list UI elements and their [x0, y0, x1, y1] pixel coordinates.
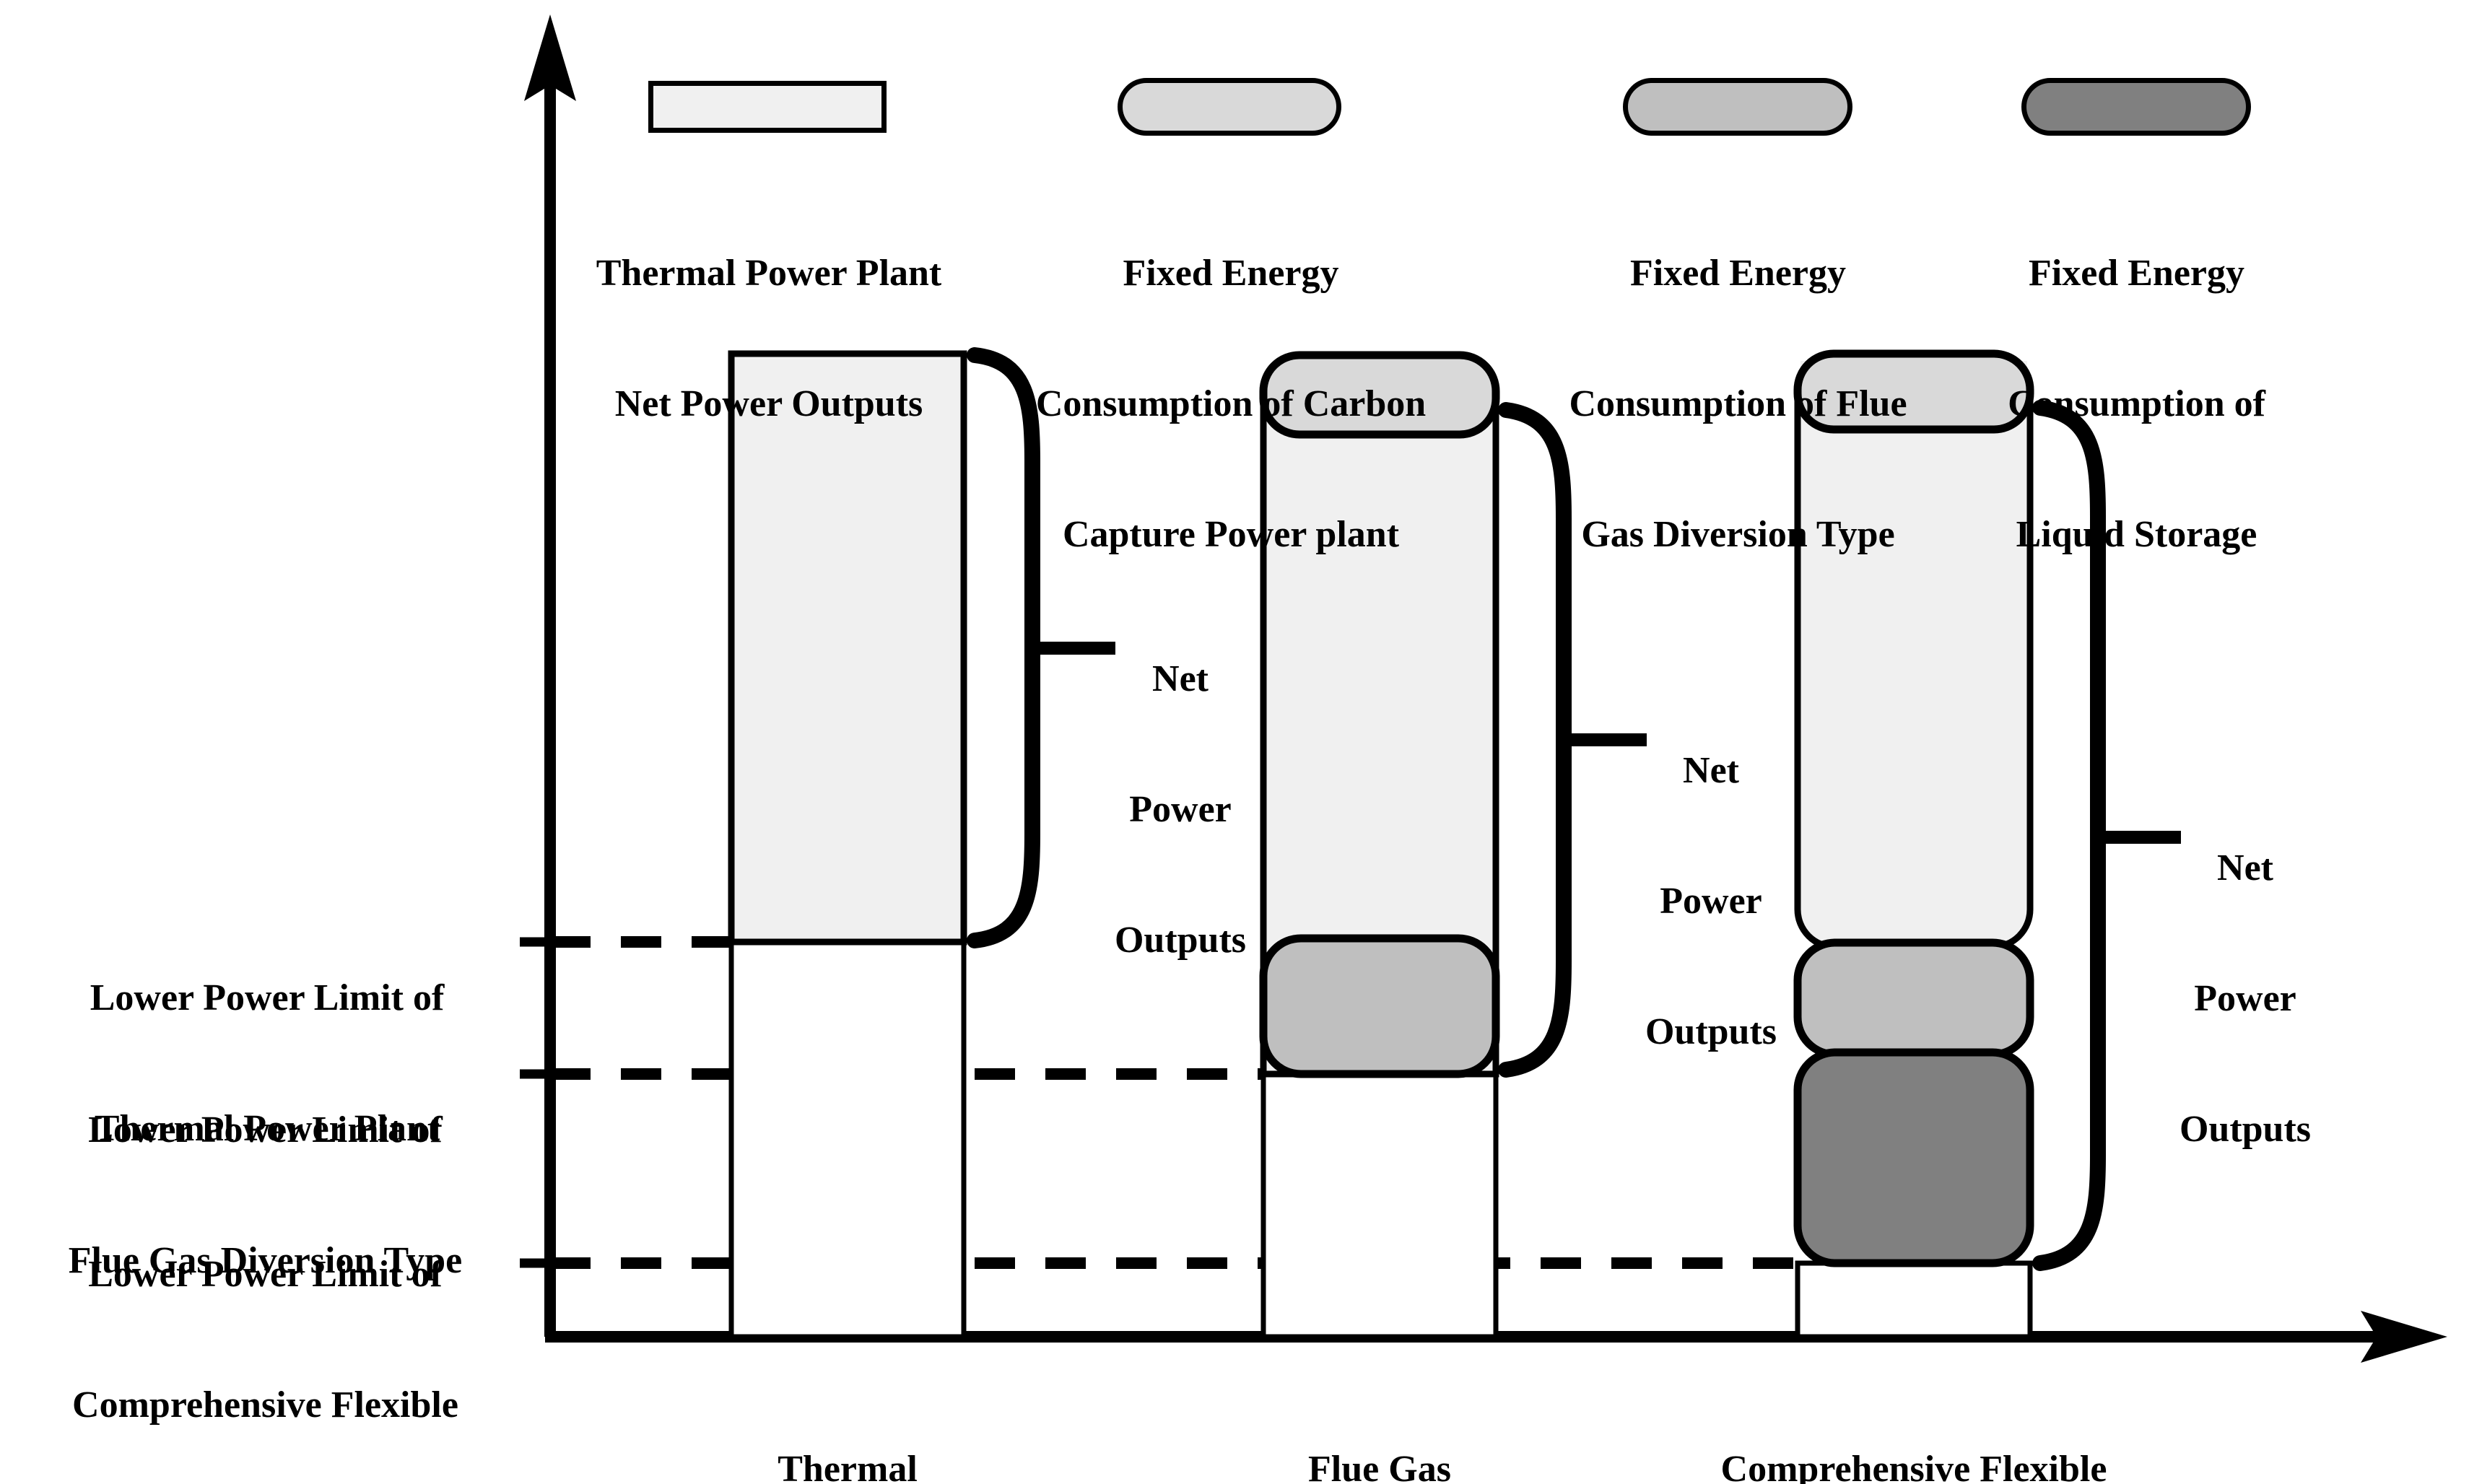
legend-label-line-3: Gas Diversion Type: [1581, 513, 1895, 555]
brace-label-line-1: Net: [1683, 749, 1739, 791]
bar-flue-gas-diversion-type[interactable]: [1259, 351, 1500, 1340]
bar3-liquid-storage-segment: [1793, 1048, 2034, 1267]
bar-thermal-power-plant[interactable]: [728, 350, 967, 1340]
y-axis-label-line-2: Comprehensive Flexible: [72, 1384, 458, 1426]
legend-label-thermal-net-power: Thermal Power Plant Net Power Outputs: [520, 165, 1018, 513]
brace-label-line-3: Outputs: [1645, 1011, 1777, 1052]
brace-bar3-net-power: [2032, 400, 2181, 1271]
legend-label-carbon-capture: Fixed Energy Consumption of Carbon Captu…: [1007, 165, 1455, 643]
y-axis-label-line-2: Thermal Power Plant: [94, 1107, 440, 1149]
brace-label-bar2-net-power: Net Power Outputs: [1606, 662, 1816, 1140]
y-axis-label-flue-gas-lower-limit: Lower Power Limit of Flue Gas Diversion …: [7, 1021, 523, 1370]
y-axis-label-line-2: Flue Gas Diversion Type: [68, 1239, 463, 1281]
legend-label-line-1: Fixed Energy: [2029, 252, 2244, 294]
y-axis-label-line-1: Lower Power Limit of: [88, 1109, 443, 1151]
brace-bar2-net-power: [1498, 402, 1647, 1078]
bar2-flue-gas-segment: [1259, 934, 1500, 1078]
legend-swatch-liquid-storage: [2021, 78, 2251, 136]
y-axis-label-line-1: Lower Power Limit of: [88, 1253, 443, 1295]
legend-label-line-3: Capture Power plant: [1062, 513, 1400, 555]
brace-label-line-2: Power: [2194, 977, 2296, 1019]
x-axis-label-line-1: Thermal: [778, 1448, 918, 1484]
legend-swatch-thermal-net-power: [648, 81, 887, 133]
legend-swatch-carbon-capture: [1118, 78, 1341, 136]
brace-label-line-1: Net: [2217, 847, 2273, 889]
legend-label-line-1: Fixed Energy: [1123, 252, 1339, 294]
legend-label-line-2: Consumption of: [2008, 383, 2265, 424]
y-axis: [524, 14, 576, 1337]
legend-label-line-2: Consumption of Carbon: [1035, 383, 1427, 424]
x-axis-label-flue-gas-diversion-type: Flue Gas Diversion Type: [1163, 1361, 1596, 1484]
x-axis-label-thermal-power-plant: Thermal Power Plant: [667, 1361, 1028, 1484]
legend-swatch-flue-gas-diversion: [1623, 78, 1852, 136]
legend-label-line-3: Liquid Storage: [2016, 513, 2257, 555]
brace-bar1-net-power: [967, 347, 1115, 948]
brace-label-line-2: Power: [1660, 880, 1762, 922]
bar-comprehensive-flexible-operation-type[interactable]: [1793, 349, 2034, 1340]
brace-label-line-2: Power: [1129, 788, 1232, 830]
x-axis-label-line-1: Comprehensive Flexible: [1720, 1448, 2107, 1484]
bar2-carbon-capture-segment: [1259, 351, 1500, 439]
bar3-base-segment: [1795, 1260, 2033, 1340]
x-axis-label-line-1: Flue Gas: [1308, 1448, 1451, 1484]
bar3-carbon-capture-segment: [1793, 349, 2034, 434]
brace-label-line-1: Net: [1152, 658, 1209, 699]
bar3-flue-gas-segment: [1793, 938, 2034, 1059]
legend-label-flue-gas-diversion: Fixed Energy Consumption of Flue Gas Div…: [1523, 165, 1953, 643]
bar1-net-power-segment: [728, 350, 967, 946]
legend-label-line-2: Net Power Outputs: [614, 383, 923, 424]
bar1-base-segment: [728, 939, 967, 1340]
legend-label-liquid-storage: Fixed Energy Consumption of Liquid Stora…: [1958, 165, 2315, 643]
y-axis-label-thermal-lower-limit: Lower Power Limit of Thermal Power Plant: [14, 889, 520, 1238]
legend-label-line-1: Fixed Energy: [1630, 252, 1846, 294]
y-axis-label-line-1: Lower Power Limit of: [90, 977, 445, 1018]
brace-label-bar1-net-power: Net Power Outputs: [1076, 570, 1285, 1049]
brace-label-line-3: Outputs: [2179, 1108, 2312, 1150]
legend-label-line-2: Consumption of Flue: [1569, 383, 1907, 424]
x-axis-label-comprehensive-flexible-operation-type: Comprehensive Flexible Operation Type: [1614, 1361, 2213, 1484]
brace-label-bar3-net-power: Net Power Outputs: [2141, 759, 2350, 1238]
legend-label-line-1: Thermal Power Plant: [596, 252, 942, 294]
bar2-base-segment: [1260, 1071, 1499, 1340]
brace-label-line-3: Outputs: [1114, 919, 1247, 961]
y-axis-label-comprehensive-lower-limit: Lower Power Limit of Comprehensive Flexi…: [11, 1166, 520, 1484]
